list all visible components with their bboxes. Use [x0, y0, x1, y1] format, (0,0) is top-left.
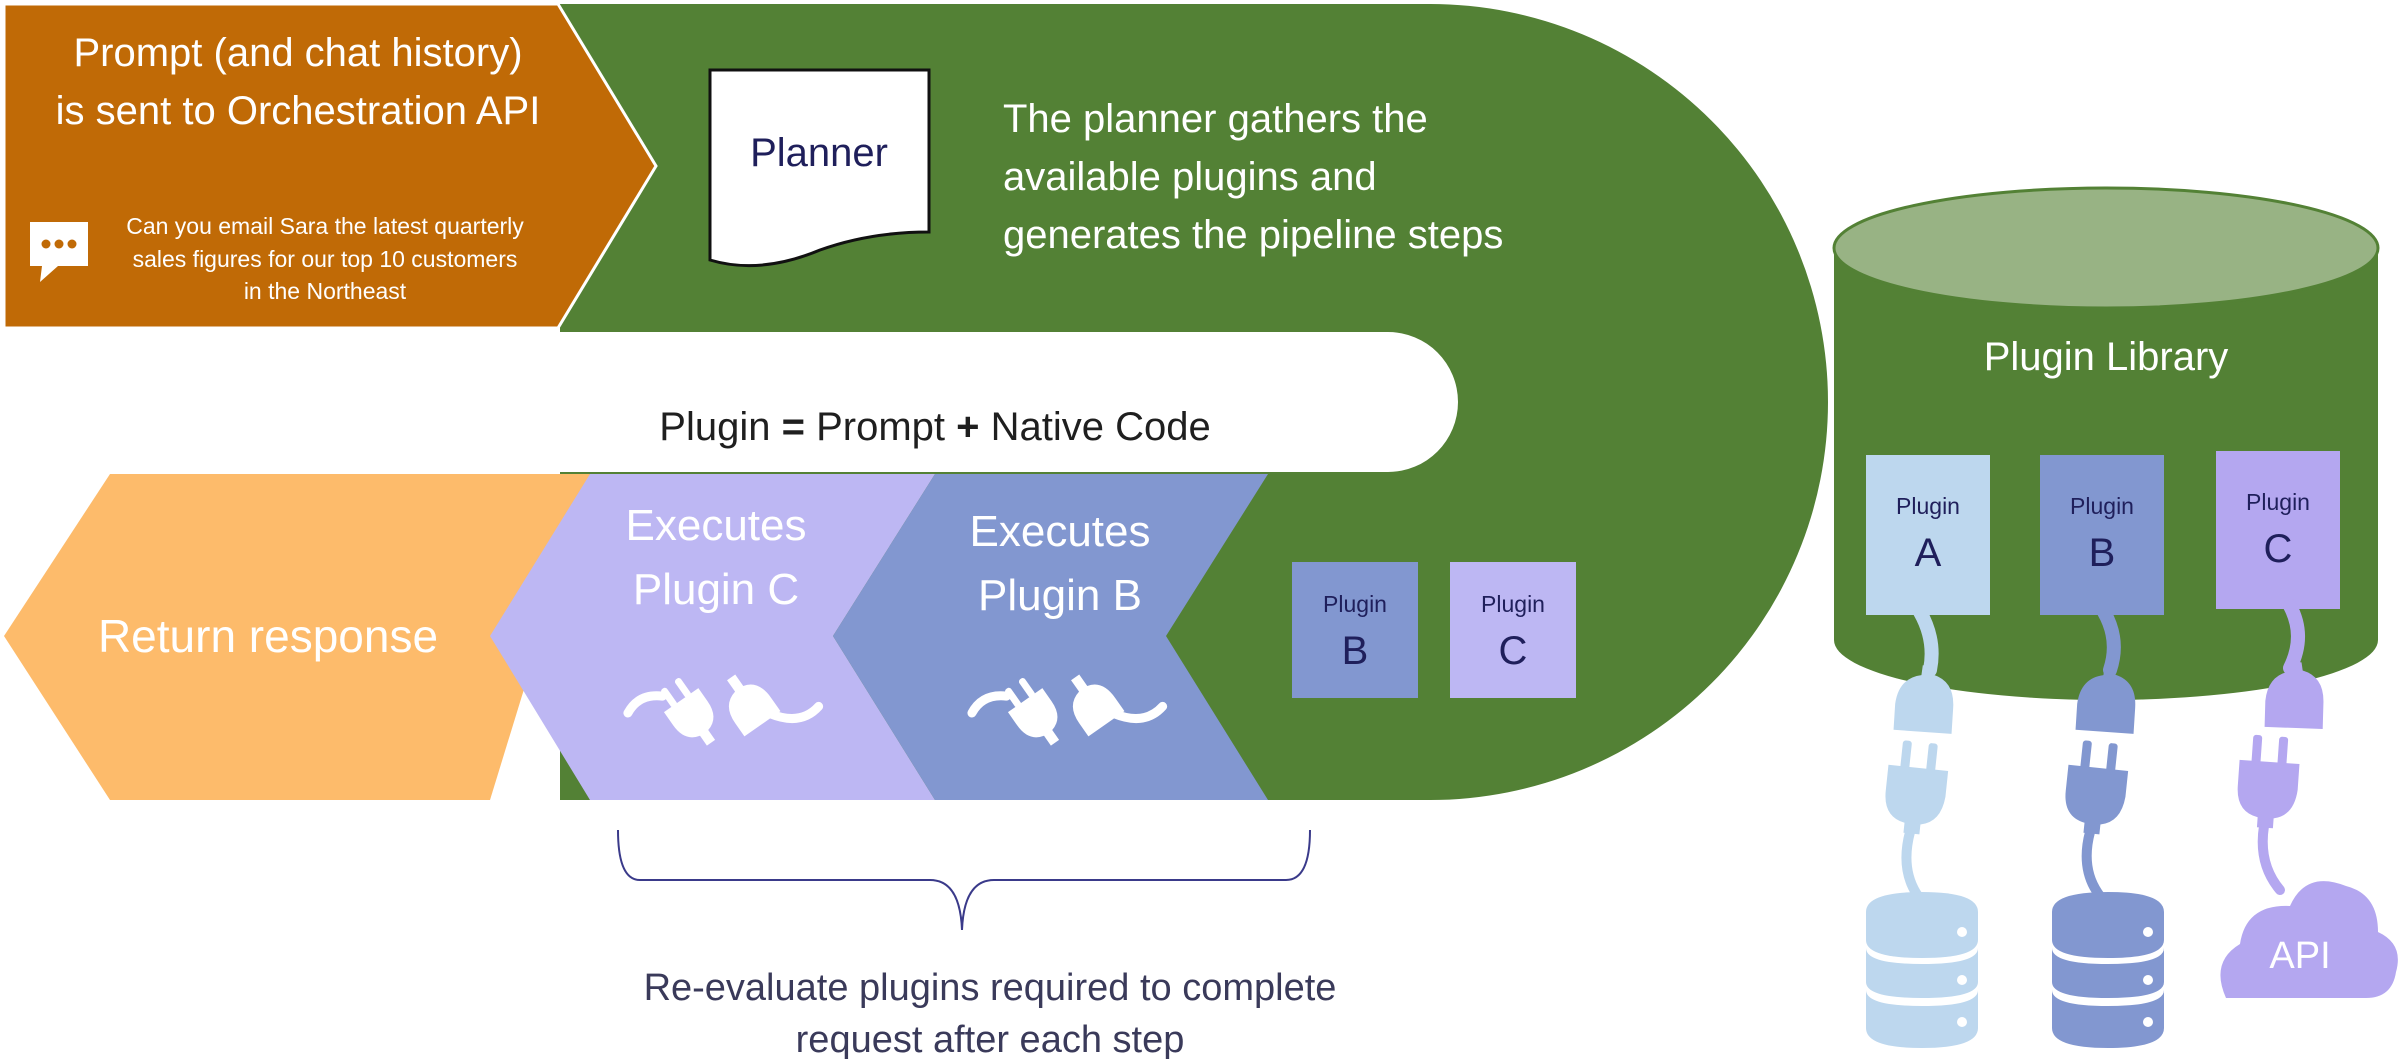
prompt-message-line2: sales figures for our top 10 customers: [133, 246, 518, 272]
plug-icon-a: [1885, 740, 1949, 835]
prompt-message-line3: in the Northeast: [244, 278, 407, 304]
formula-left: Plugin: [659, 405, 781, 449]
formula-prompt: Prompt: [805, 405, 956, 449]
formula-code: Native Code: [979, 405, 1210, 449]
database-icon-a: [1866, 892, 1978, 1048]
library-cylinder-top: [1832, 186, 2380, 310]
library-plugin-c-box: [2216, 451, 2340, 609]
return-response-label: Return response: [98, 610, 438, 662]
bracket-line2: request after each step: [796, 1019, 1185, 1059]
library-plugin-b-big: B: [2089, 531, 2116, 575]
socket-icon-c: [2264, 661, 2324, 729]
prompt-chevron: [2, 2, 658, 330]
queue-plugin-b-big: B: [1342, 629, 1369, 673]
return-response-chevron: [4, 474, 590, 800]
socket-icon-b: [2075, 665, 2136, 734]
queue-plugin-c-big: C: [1499, 629, 1528, 673]
plug-icon-c: [623, 665, 824, 755]
bracket-line1: Re-evaluate plugins required to complete: [644, 967, 1337, 1009]
prompt-title-line2: is sent to Orchestration API: [56, 89, 541, 133]
plug-icon-lib-c: [2237, 734, 2300, 829]
planner-doc-label: Planner: [750, 131, 888, 175]
prompt-title-line1: Prompt (and chat history): [73, 31, 522, 75]
socket-icon-a: [1893, 665, 1954, 734]
queue-plugin-b-box: [1292, 562, 1418, 698]
library-title: Plugin Library: [1984, 335, 2229, 379]
api-label: API: [2269, 935, 2330, 977]
queue-plugin-c-box: [1450, 562, 1576, 698]
queue-plugin-b-small: Plugin: [1323, 591, 1387, 617]
library-plugin-a-big: A: [1915, 531, 1942, 575]
planner-desc-line2: available plugins and: [1003, 155, 1377, 199]
formula-equals: =: [782, 405, 805, 449]
formula-plus: +: [956, 405, 979, 449]
executes-c-line2: Plugin C: [633, 565, 799, 614]
library-plugin-c-big: C: [2264, 527, 2293, 571]
formula: Plugin = Prompt + Native Code: [659, 405, 1210, 449]
planner-document-icon: [708, 68, 931, 268]
executes-plugin-b-chevron: [833, 474, 1268, 800]
plug-icon-lib-b: [2065, 740, 2129, 835]
executes-b-line2: Plugin B: [978, 571, 1142, 620]
executes-c-line1: Executes: [626, 501, 807, 550]
planner-desc-line1: The planner gathers the: [1003, 97, 1428, 141]
chat-bubble-icon: [30, 222, 88, 282]
library-plugin-a-small: Plugin: [1896, 493, 1960, 519]
bracket: [617, 829, 1311, 931]
executes-plugin-c-chevron: [490, 474, 935, 800]
executes-b-line1: Executes: [970, 507, 1151, 556]
queue-plugin-c-small: Plugin: [1481, 591, 1545, 617]
cloud-icon: [2220, 881, 2398, 998]
library-plugin-a-box: [1866, 455, 1990, 615]
plug-icon-b: [967, 665, 1168, 755]
database-icon-b: [2052, 892, 2164, 1048]
library-plugin-c-small: Plugin: [2246, 489, 2310, 515]
library-plugin-b-box: [2040, 455, 2164, 615]
planner-desc-line3: generates the pipeline steps: [1003, 213, 1503, 257]
prompt-message-line1: Can you email Sara the latest quarterly: [126, 213, 524, 239]
library-plugin-b-small: Plugin: [2070, 493, 2134, 519]
